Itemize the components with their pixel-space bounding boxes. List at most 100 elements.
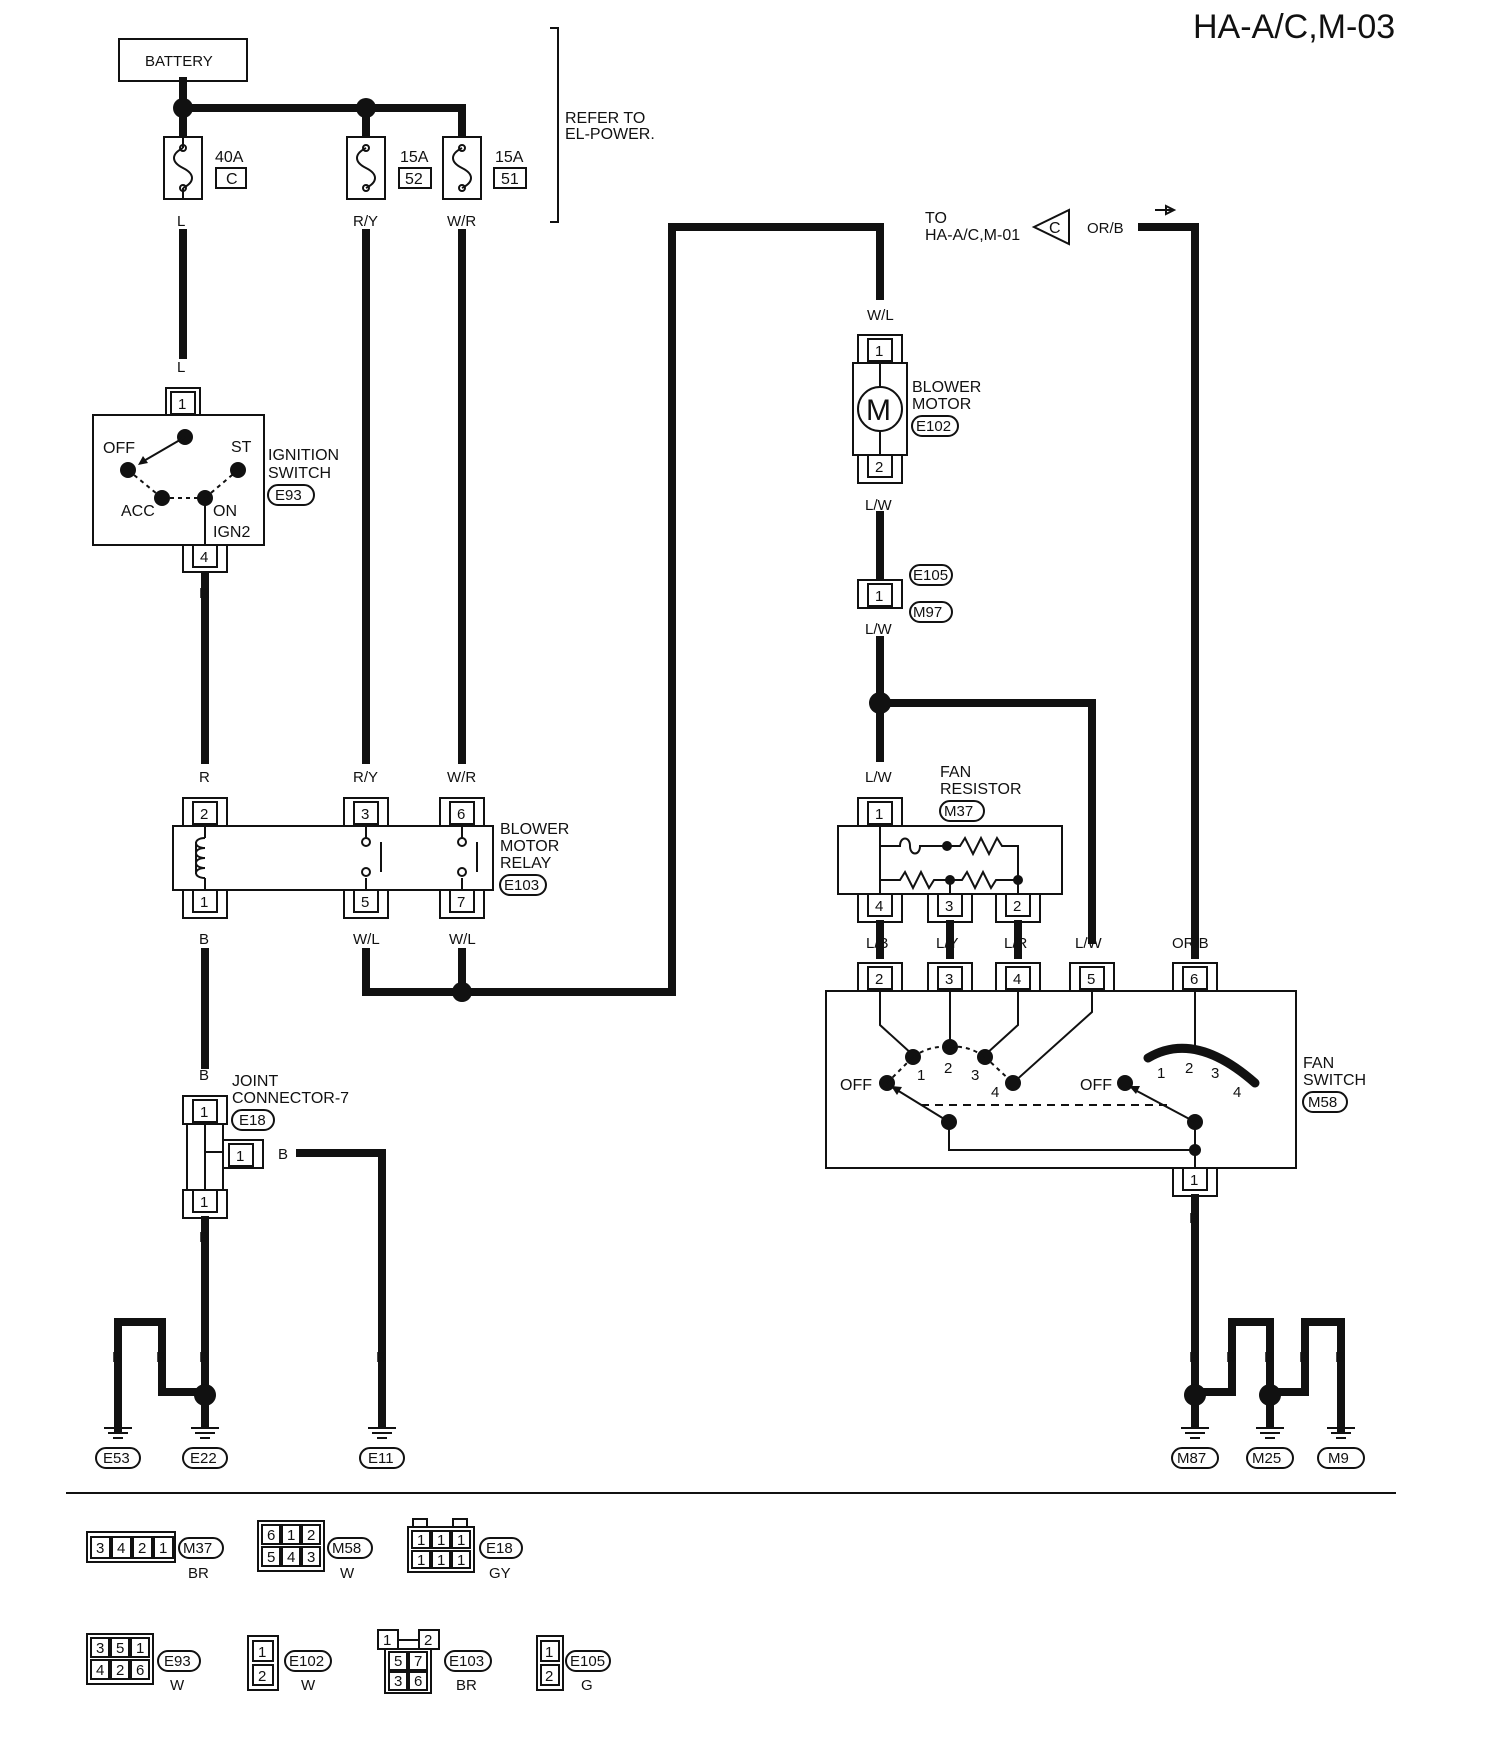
legend-m58-t2: 2 <box>307 1527 315 1544</box>
fuse2-code: 52 <box>405 171 423 188</box>
joint-wire-side-label: B <box>278 1146 288 1163</box>
legend-e103-t1: 2 <box>424 1632 432 1649</box>
resistor-wire-in-label: L/W <box>865 769 893 786</box>
relay-pin-2: 2 <box>200 806 208 823</box>
fuse3-wire-label: W/R <box>447 213 476 230</box>
legend-m58-code: M58 <box>332 1540 361 1557</box>
inline-pin: 1 <box>875 588 883 605</box>
ign-pos-acc: ACC <box>121 503 155 520</box>
m9-wire-label-a: B <box>1299 1349 1309 1366</box>
legend-e102-color: W <box>301 1677 316 1694</box>
fs-pin-5: 5 <box>1087 971 1095 988</box>
relay-wire-r-label: R <box>199 769 210 786</box>
fs-wire-lb-label: L/B <box>866 935 889 952</box>
blower-wire-out-label: L/W <box>865 497 893 514</box>
ground-m87-label: M87 <box>1177 1450 1206 1467</box>
legend-e93-code: E93 <box>164 1653 191 1670</box>
inline-conn-top: E105 <box>913 567 948 584</box>
resistor-pin-4: 4 <box>875 898 883 915</box>
legend-e103-b1: 6 <box>414 1673 422 1690</box>
fuse-15a-52: 15A 52 <box>346 136 432 200</box>
fs-name-2: SWITCH <box>1303 1072 1366 1089</box>
joint-name-1: JOINT <box>232 1073 278 1090</box>
fs-right-off: OFF <box>1080 1077 1112 1094</box>
ground-m25-label: M25 <box>1252 1450 1281 1467</box>
refer-line1: REFER TO <box>565 110 645 127</box>
legend-e18-b2: 1 <box>457 1552 465 1569</box>
relay-wire-ry-label: R/Y <box>353 769 378 786</box>
legend-e93: 3 5 1 4 2 6 E93 W <box>86 1633 201 1694</box>
fs-right-pos-2: 2 <box>1185 1060 1193 1077</box>
fs-left-pos-3: 3 <box>971 1067 979 1084</box>
fs-right-pos-4: 4 <box>1233 1084 1241 1101</box>
legend-m37-c1: 4 <box>117 1540 125 1557</box>
legend-e18-b1: 1 <box>437 1552 445 1569</box>
fuse3-code: 51 <box>501 171 519 188</box>
ign-pos-ign2: IGN2 <box>213 524 250 541</box>
fs-wire-lr-label: L/R <box>1004 935 1028 952</box>
to-ref-arrow <box>1031 208 1070 246</box>
legend-e105-code: E105 <box>570 1653 605 1670</box>
fuse-15a-51: 15A 51 <box>442 136 527 200</box>
fs-left-pos-4: 4 <box>991 1084 999 1101</box>
ground-m9: M9 <box>1317 1427 1365 1469</box>
blower-motor-relay: 2 3 6 1 5 7 BLOWER MOTOR RELAY <box>172 797 569 919</box>
legend-e93-t1: 5 <box>116 1640 124 1657</box>
ground-e11: E11 <box>359 1427 405 1469</box>
relay-name-3: RELAY <box>500 855 552 872</box>
fs-left-pos-2: 2 <box>944 1060 952 1077</box>
legend-e18-t2: 1 <box>457 1532 465 1549</box>
legend-e105: 1 2 E105 G <box>536 1635 611 1694</box>
resistor-connector: M37 <box>944 803 973 820</box>
fs-left-off: OFF <box>840 1077 872 1094</box>
legend-e105-b0: 2 <box>545 1668 553 1685</box>
to-ref-letter: C <box>1049 220 1061 237</box>
joint-pin-side: 1 <box>236 1148 244 1165</box>
legend-e18-t1: 1 <box>437 1532 445 1549</box>
m9-wire-label-b: B <box>1335 1349 1345 1366</box>
legend-e93-color: W <box>170 1677 185 1694</box>
legend-e102: 1 2 E102 W <box>247 1635 332 1694</box>
ground-e11-label: E11 <box>368 1450 394 1467</box>
blower-name-2: MOTOR <box>912 396 971 413</box>
battery: BATTERY <box>118 38 248 82</box>
to-ref-line2: HA-A/C,M-01 <box>925 227 1020 244</box>
blower-motor: 1 M 2 BLOWER MOTOR E102 <box>852 334 981 484</box>
legend-e103-m1: 7 <box>414 1653 422 1670</box>
fs-wire-orb-label: OR/B <box>1172 935 1209 952</box>
blower-name-1: BLOWER <box>912 379 981 396</box>
fs-pin-2: 2 <box>875 971 883 988</box>
legend-m58-t1: 1 <box>287 1527 295 1544</box>
legend-e18-color: GY <box>489 1565 511 1582</box>
ign-pos-st: ST <box>231 439 252 456</box>
blower-pin-2: 2 <box>875 459 883 476</box>
m25-wire-label-b: B <box>1264 1349 1274 1366</box>
relay-wire-wl2-label: W/L <box>449 931 476 948</box>
legend-e18-code: E18 <box>486 1540 513 1557</box>
ign-out-wire-label: R <box>199 585 210 602</box>
battery-label: BATTERY <box>145 53 213 70</box>
refer-line2: EL-POWER. <box>565 126 655 143</box>
ground-e22: E22 <box>182 1427 228 1469</box>
legend-e103: 1 2 5 7 3 6 E103 BR <box>377 1629 492 1694</box>
relay-name-2: MOTOR <box>500 838 559 855</box>
ign-name-1: IGNITION <box>268 447 339 464</box>
ground-e53: E53 <box>95 1427 141 1469</box>
fs-pin-1: 1 <box>1190 1172 1198 1189</box>
relay-name-1: BLOWER <box>500 821 569 838</box>
relay-pin-1: 1 <box>200 894 208 911</box>
e22-wire-label-a: B <box>156 1349 166 1366</box>
fan-switch: 2 3 4 5 6 OFF 1 2 3 4 <box>825 962 1366 1197</box>
resistor-name-1: FAN <box>940 764 971 781</box>
legend-e103-color: BR <box>456 1677 477 1694</box>
resistor-name-2: RESISTOR <box>940 781 1022 798</box>
legend-m58-color: W <box>340 1565 355 1582</box>
diagram-title: HA-A/C,M-03 <box>1193 8 1395 46</box>
ign-pos-on: ON <box>213 503 237 520</box>
fs-connector: M58 <box>1308 1094 1337 1111</box>
joint-wire-bottom-label: B <box>199 1229 209 1246</box>
inline-conn-bottom: M97 <box>913 604 942 621</box>
legend-e18-t0: 1 <box>417 1532 425 1549</box>
legend-m58-b2: 3 <box>307 1549 315 1566</box>
fs-right-pos-1: 1 <box>1157 1065 1165 1082</box>
